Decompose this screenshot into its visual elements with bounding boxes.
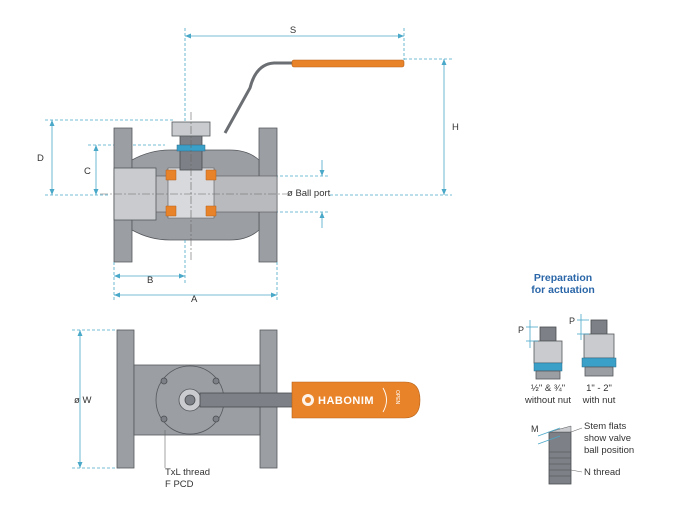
m-label: M — [531, 424, 539, 434]
handle-grip — [291, 381, 421, 419]
dim-d-label: D — [37, 153, 44, 164]
actuation-title-2: for actuation — [531, 284, 595, 296]
dim-c-label: C — [84, 166, 91, 177]
stem-note-1: Stem flats — [584, 421, 626, 432]
brand-tag: OPEN — [394, 390, 400, 405]
section-view: S H D C ø Ball port — [37, 25, 459, 305]
p-left-label: P — [518, 325, 524, 335]
dim-a-label: A — [191, 294, 198, 305]
left-caption-2: without nut — [524, 395, 571, 406]
threaded-stem — [548, 425, 572, 485]
dim-w-label: ø W — [74, 395, 91, 406]
right-caption-1: 1" - 2" — [586, 383, 612, 394]
stem-note-2: show valve — [584, 433, 631, 444]
dim-s-label: S — [290, 25, 296, 36]
seats — [165, 169, 217, 217]
bolt-hole — [212, 415, 220, 423]
bolt-hole — [160, 377, 168, 385]
actuation-panel: Preparation for actuation P ½" & ¾" with… — [518, 272, 634, 485]
bolt-hole — [212, 377, 220, 385]
stem-without-nut — [533, 326, 563, 380]
pcd-label: F PCD — [165, 479, 194, 490]
n-thread-label: N thread — [584, 467, 620, 478]
lever-grip — [291, 59, 405, 68]
top-view: ø W HABONIM OPEN TxL thread F PCD — [72, 329, 421, 490]
dim-h-label: H — [452, 122, 459, 133]
thread-label: TxL thread — [165, 467, 210, 478]
bolt-hole — [160, 415, 168, 423]
p-right-label: P — [569, 316, 575, 326]
left-caption-1: ½" & ¾" — [531, 383, 565, 394]
stem-with-nut — [581, 319, 617, 377]
brand-name: HABONIM — [318, 395, 374, 407]
ball-port-label: ø Ball port — [287, 188, 331, 199]
bottom-left-flange — [116, 329, 135, 469]
right-caption-2: with nut — [582, 395, 616, 406]
lever-rod — [223, 61, 400, 134]
dim-b-label: B — [147, 275, 153, 286]
actuation-title-1: Preparation — [534, 272, 592, 284]
handle-arm — [199, 392, 297, 408]
stem-note-3: ball position — [584, 445, 634, 456]
